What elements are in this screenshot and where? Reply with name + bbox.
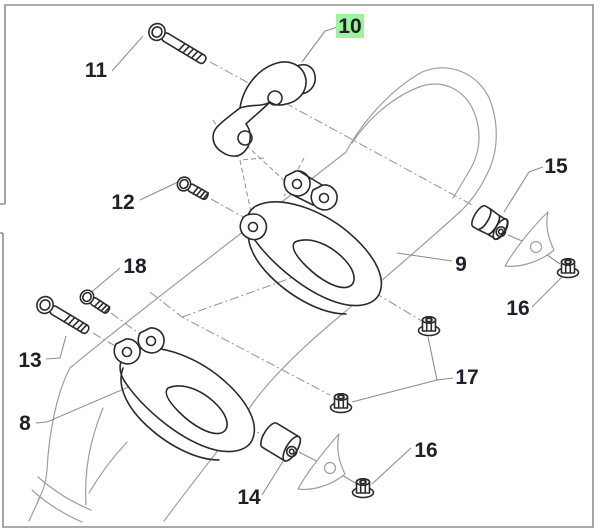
clamp-upper-9	[239, 170, 383, 315]
callout-12[interactable]: 12	[111, 191, 134, 214]
bolt-12	[176, 176, 210, 201]
callout-18[interactable]: 18	[123, 255, 147, 278]
silencer-end-cap	[345, 67, 497, 211]
nut-16-upper	[556, 257, 580, 279]
svg-text:12: 12	[111, 191, 134, 214]
callout-17[interactable]: 17	[455, 366, 478, 389]
callout-10-highlight	[336, 14, 364, 38]
callout-10[interactable]: 10	[336, 14, 364, 38]
svg-text:8: 8	[19, 412, 31, 435]
svg-text:17: 17	[455, 366, 478, 389]
svg-text:16: 16	[506, 297, 529, 320]
callout-11[interactable]: 11	[85, 59, 108, 82]
axis-main	[209, 61, 475, 207]
callout-leader-lines	[35, 26, 563, 496]
axis-nut-17-upper	[344, 274, 423, 322]
svg-text:14: 14	[237, 486, 261, 509]
callout-14[interactable]: 14	[237, 486, 261, 509]
callout-8[interactable]: 8	[19, 412, 31, 435]
svg-text:15: 15	[544, 155, 568, 178]
axis-bolt-13	[92, 332, 123, 351]
bolt-18	[79, 289, 111, 314]
callout-16-lower[interactable]: 16	[414, 439, 437, 462]
rubber-bushing-15	[471, 204, 509, 241]
svg-text:10: 10	[338, 15, 361, 38]
axis-bolt-18	[110, 312, 145, 338]
callout-15[interactable]: 15	[544, 155, 568, 178]
svg-text:13: 13	[18, 349, 41, 372]
svg-text:16: 16	[414, 439, 437, 462]
callout-9[interactable]: 9	[455, 253, 467, 276]
clamp-lower-8	[113, 327, 256, 461]
exhaust-tail-pipe	[28, 367, 128, 523]
bolt-13	[36, 295, 90, 335]
svg-text:9: 9	[455, 253, 467, 276]
svg-text:11: 11	[85, 59, 108, 82]
bolt-11	[148, 22, 207, 65]
mount-plate-upper	[504, 211, 555, 267]
mount-plate-lower	[297, 433, 346, 491]
callout-16-upper[interactable]: 16	[506, 297, 529, 320]
nut-17-upper	[417, 315, 441, 337]
nut-16-lower	[351, 477, 375, 499]
callout-13[interactable]: 13	[18, 349, 41, 372]
svg-text:18: 18	[123, 255, 147, 278]
silencer-body-outline	[28, 67, 497, 523]
diagram-frame	[0, 4, 594, 528]
hanger-bracket-10	[212, 61, 317, 157]
roller-spacer-14	[260, 422, 302, 462]
nut-17-lower	[329, 392, 353, 414]
